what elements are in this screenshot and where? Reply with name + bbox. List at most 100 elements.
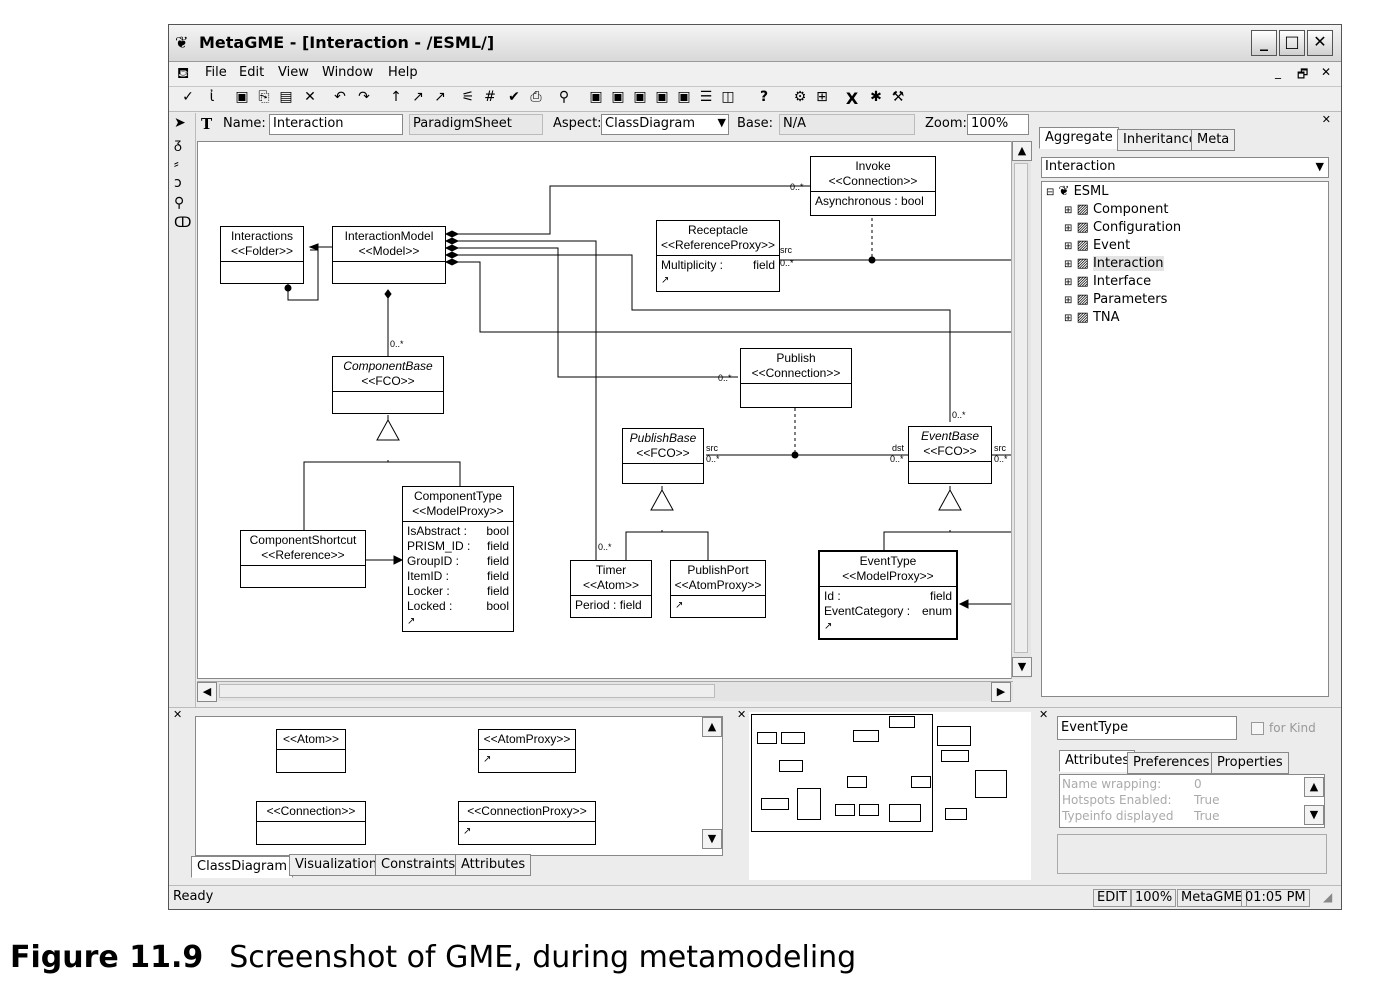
maximize-button[interactable]: □ (1279, 30, 1305, 56)
class-receptacle[interactable]: Receptacle<<ReferenceProxy>> Multiplicit… (656, 220, 780, 292)
mdi-close-icon[interactable]: ✕ (1321, 65, 1332, 79)
tab-visualization[interactable]: Visualization (289, 854, 384, 876)
connect-mode-icon[interactable]: ᵹ (174, 136, 182, 152)
aspect-select[interactable]: ClassDiagram ▼ (601, 114, 729, 135)
print-icon[interactable]: ⎙ (530, 89, 542, 105)
tree-item-configuration[interactable]: ⊞ ▨ Configuration (1064, 220, 1181, 235)
menu-file[interactable]: File (205, 65, 227, 80)
tree-item-tna[interactable]: ⊞ ▨ TNA (1064, 310, 1120, 325)
view2-icon[interactable]: ▣ (611, 89, 625, 105)
paste-icon[interactable]: ▤ (279, 89, 293, 105)
part-browser[interactable]: <<Atom>> <<AtomProxy>>↗ <<Connection>> <… (195, 716, 723, 856)
table-icon[interactable]: ⊞ (816, 89, 828, 105)
text-tool-icon[interactable]: T (201, 115, 213, 133)
mdi-restore-icon[interactable]: 🗗 (1297, 67, 1309, 81)
grid-value[interactable]: True (1194, 793, 1220, 807)
tree-item-interface[interactable]: ⊞ ▨ Interface (1064, 274, 1151, 289)
connect-icon[interactable]: ⚟ (461, 89, 475, 105)
undo-icon[interactable]: ↶ (334, 89, 346, 105)
tab-meta[interactable]: Meta (1191, 129, 1236, 151)
zoom-field[interactable]: 100% (967, 114, 1029, 135)
panner[interactable] (749, 712, 1031, 880)
grid-icon[interactable]: # (484, 89, 496, 105)
horizontal-scrollbar[interactable]: ◀ ▶ (197, 681, 1013, 702)
chevron-down-icon[interactable]: ▼ (1315, 160, 1324, 173)
view7-icon[interactable]: ◫ (721, 89, 735, 105)
view5-icon[interactable]: ▣ (677, 89, 691, 105)
expand-icon[interactable]: ⊞ (1064, 223, 1073, 234)
aggregate-selector[interactable]: Interaction ▼ (1041, 157, 1329, 178)
diagram-canvas[interactable]: 0..* src 0..* 0..* 0..* 0..* src 0..* ds… (197, 141, 1013, 679)
tab-aggregate[interactable]: Aggregate (1039, 127, 1119, 149)
class-event-type[interactable]: EventType<<ModelProxy>> Id :field EventC… (818, 550, 958, 640)
class-publish-base[interactable]: PublishBase<<FCO>> (622, 428, 704, 484)
plugin-icon[interactable]: ⚙ (793, 89, 807, 105)
mdi-minimize-icon[interactable]: _ (1275, 65, 1281, 79)
tree-item-interaction[interactable]: ⊞ ▨ Interaction (1064, 256, 1164, 271)
scroll-up-icon[interactable]: ▲ (702, 717, 722, 737)
minimize-button[interactable]: _ (1251, 30, 1277, 56)
scroll-up-icon[interactable]: ▲ (1304, 777, 1324, 797)
scroll-up-icon[interactable]: ▲ (1012, 141, 1032, 161)
inspector-close-icon[interactable]: ✕ (1039, 708, 1049, 721)
menu-view[interactable]: View (278, 65, 309, 80)
model-tree[interactable]: ⊟ ❦ ESML ⊞ ▨ Component ⊞ ▨ Configuration… (1041, 181, 1329, 697)
scroll-thumb[interactable] (1014, 163, 1028, 653)
tab-inspector-properties[interactable]: Properties (1211, 752, 1289, 774)
expand-icon[interactable]: ⊞ (1064, 205, 1073, 216)
grid-value[interactable]: True (1194, 809, 1220, 823)
collapse-icon[interactable]: ⊟ (1046, 187, 1055, 198)
view6-icon[interactable]: ☰ (699, 89, 713, 105)
up-model-icon[interactable]: ↗ (412, 89, 424, 105)
tree-item-parameters[interactable]: ⊞ ▨ Parameters (1064, 292, 1167, 307)
part-atom[interactable]: <<Atom>> (276, 729, 346, 773)
tab-inheritance[interactable]: Inheritance (1117, 129, 1203, 151)
visualize-mode-icon[interactable]: ↀ (174, 215, 192, 231)
tree-item-event[interactable]: ⊞ ▨ Event (1064, 238, 1130, 253)
expand-icon[interactable]: ⊞ (1064, 241, 1073, 252)
tree-root[interactable]: ⊟ ❦ ESML (1046, 184, 1109, 199)
class-invoke[interactable]: Invoke<<Connection>> Asynchronous : bool (810, 156, 936, 216)
tab-constraints[interactable]: Constraints (375, 854, 462, 876)
panner-close-icon[interactable]: ✕ (737, 708, 747, 721)
expand-icon[interactable]: ⊞ (1064, 259, 1073, 270)
part-atom-proxy[interactable]: <<AtomProxy>>↗ (478, 729, 576, 773)
select-mode-icon[interactable]: ➤ (174, 115, 186, 131)
expand-icon[interactable]: ⊞ (1064, 295, 1073, 306)
zoom-mode-icon[interactable]: ⚲ (174, 195, 185, 211)
close-button[interactable]: ✕ (1307, 30, 1333, 56)
view4-icon[interactable]: ▣ (655, 89, 669, 105)
copy-icon[interactable]: ⎘ (258, 89, 270, 105)
tab-inspector-preferences[interactable]: Preferences (1127, 752, 1216, 774)
menu-help[interactable]: Help (388, 65, 418, 80)
set-mode-icon[interactable]: ↄ (174, 175, 182, 191)
vertical-scrollbar[interactable]: ▲ ▼ (1011, 141, 1032, 679)
class-interaction-model[interactable]: InteractionModel<<Model>> (332, 226, 446, 284)
find-icon[interactable]: ⚲ (558, 89, 570, 105)
class-timer[interactable]: Timer<<Atom>> Period : field (570, 560, 652, 618)
scroll-left-icon[interactable]: ◀ (197, 682, 217, 702)
scroll-down-icon[interactable]: ▼ (702, 829, 722, 849)
tools-icon[interactable]: ⚒ (891, 89, 905, 105)
panner-viewport[interactable] (751, 714, 933, 832)
grid-value[interactable]: 0 (1194, 777, 1202, 791)
part-connection[interactable]: <<Connection>> (256, 801, 366, 845)
tab-inspector-attributes[interactable]: Attributes (1059, 750, 1136, 772)
class-publish[interactable]: Publish<<Connection>> (740, 348, 852, 408)
gear-icon[interactable]: ✱ (870, 89, 882, 105)
class-interactions[interactable]: Interactions<<Folder>> (220, 226, 304, 284)
menu-edit[interactable]: Edit (239, 65, 265, 80)
menu-window[interactable]: Window (322, 65, 374, 80)
object-name-field[interactable]: EventType (1057, 716, 1237, 740)
scroll-down-icon[interactable]: ▼ (1012, 657, 1032, 677)
scroll-thumb[interactable] (219, 684, 715, 698)
view1-icon[interactable]: ▣ (589, 89, 603, 105)
attribute-grid[interactable]: Name wrapping: 0 Hotspots Enabled: True … (1059, 774, 1325, 828)
x-icon[interactable]: X (845, 89, 859, 108)
tab-attributes[interactable]: Attributes (455, 854, 532, 876)
tree-item-component[interactable]: ⊞ ▨ Component (1064, 202, 1168, 217)
check-icon[interactable]: ✓ (182, 89, 194, 105)
part-connection-proxy[interactable]: <<ConnectionProxy>>↗ (458, 801, 596, 845)
expand-icon[interactable]: ⊞ (1064, 313, 1073, 324)
validate-icon[interactable]: ✔ (508, 89, 520, 105)
